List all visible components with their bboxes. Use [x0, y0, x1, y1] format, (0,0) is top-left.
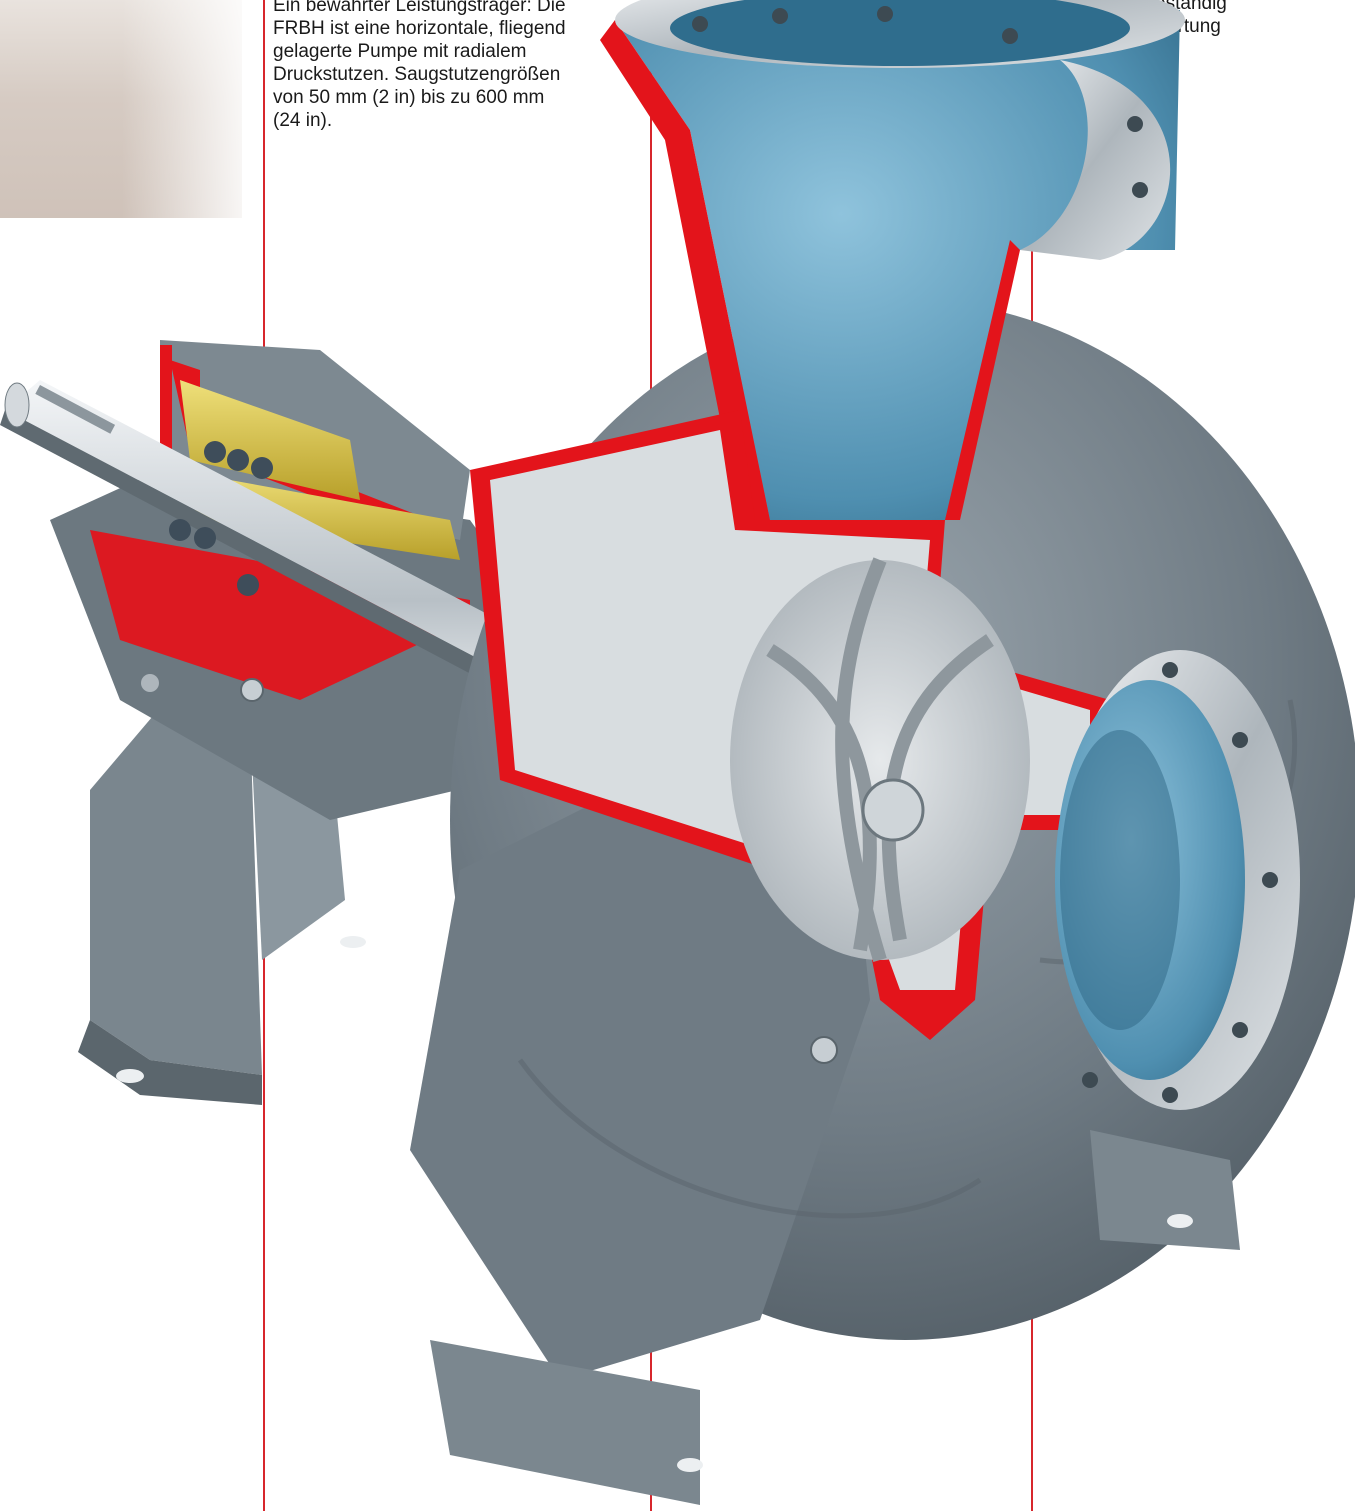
description-line: Ein bewährter Leistungsträger: Die	[273, 0, 566, 16]
discharge-nozzle	[600, 0, 1185, 520]
suction-nozzle	[1055, 650, 1300, 1110]
description-line: gelagerte Pumpe mit radialem	[273, 41, 527, 62]
bearing-housing	[50, 340, 520, 820]
product-description: Ein bewährter Leistungsträger: Die FRBH …	[273, 0, 633, 132]
roller-bearings	[169, 441, 273, 596]
description-line: Druckstutzen. Saugstutzengrößen	[273, 64, 561, 85]
description-line: (24 in).	[273, 110, 333, 131]
decorative-side-panel	[0, 0, 242, 218]
description-line: FRBH ist eine horizontale, fliegend	[273, 18, 566, 39]
description-line: von 50 mm (2 in) bis zu 600 mm	[273, 87, 545, 108]
impeller	[730, 557, 1030, 963]
